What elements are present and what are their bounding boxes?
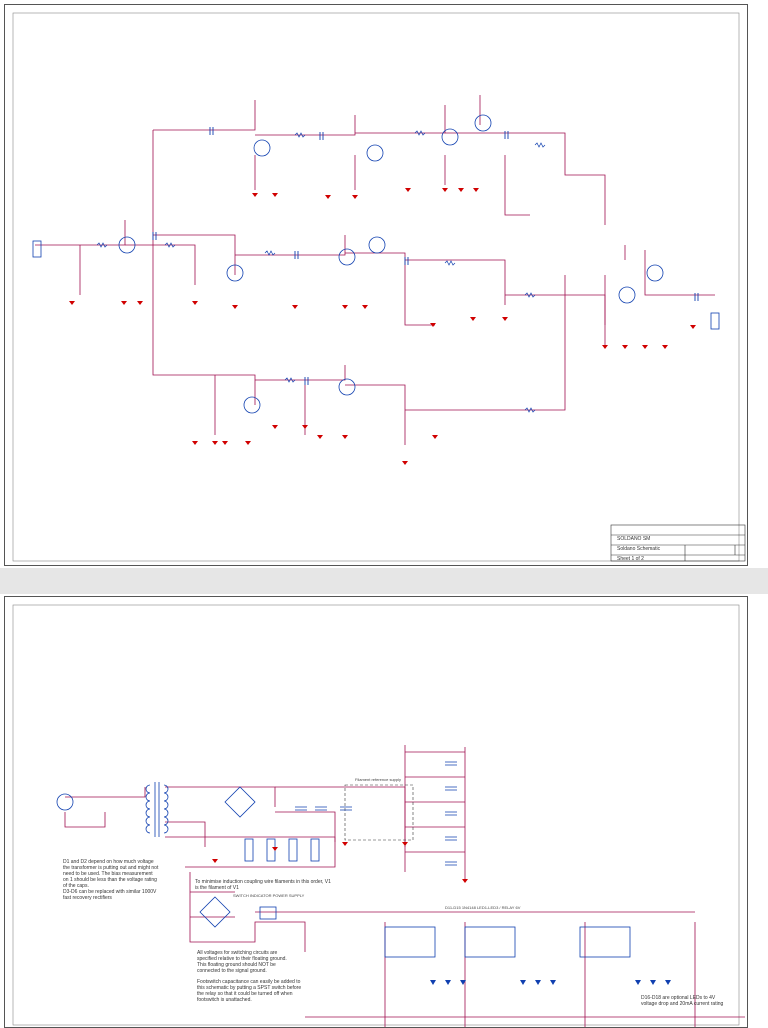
- note-replace: D3-D6 can be replaced with similar 1000V…: [63, 889, 157, 901]
- page-separator: [0, 568, 768, 594]
- power-supply-schematic-drawing: [12, 604, 745, 1027]
- note-ground: All voltages for switching circuits are …: [197, 950, 287, 974]
- title-block-footer: Sheet 1 of 2: [617, 556, 644, 562]
- note-footswitch: Footswitch capacitance can easily be add…: [197, 979, 302, 1003]
- note-leds: D16-D18 are optional LEDs to 4V voltage …: [641, 995, 724, 1007]
- schematic-sheet-preamp: SOLDANO SM Soldano Schematic Sheet 1 of …: [4, 4, 748, 566]
- title-block-title: Soldano Schematic: [617, 546, 661, 552]
- filament-supply-label: Filament reference supply: [355, 777, 402, 782]
- preamp-schematic-drawing: [12, 12, 746, 562]
- schematic-sheet-power-supply: Filament reference supply SWITCH INDICAT…: [4, 596, 748, 1028]
- note-bias: D1 and D2 depend on how much voltage the…: [63, 859, 159, 889]
- switch-supply-label: SWITCH INDICATOR POWER SUPPLY: [233, 893, 305, 898]
- title-block-project: SOLDANO SM: [617, 536, 651, 542]
- note-reduce: To minimise induction coupling wire fila…: [195, 879, 331, 891]
- led-row-label: D11-D15 1N4148 LED1-LED3 / RELAY 6V: [445, 905, 521, 910]
